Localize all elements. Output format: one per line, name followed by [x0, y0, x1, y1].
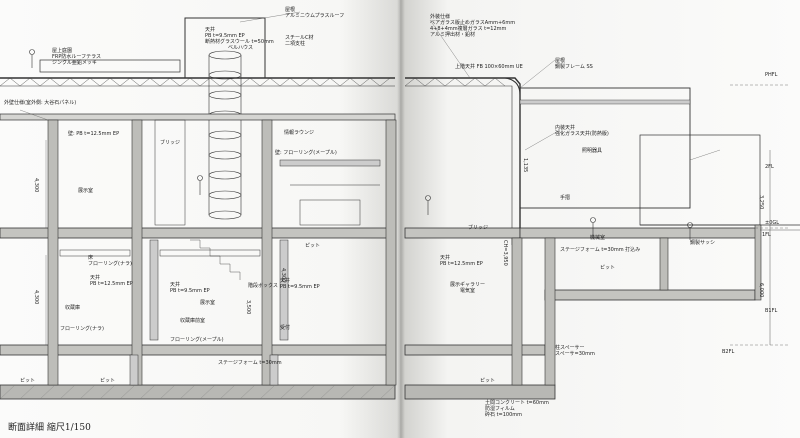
label-exhibit-room: 展示室 [78, 188, 94, 194]
label-machine-room: 機械室 [590, 235, 606, 241]
label-1fl-mark: 1FL [762, 232, 771, 238]
label-dim-4300b: 4,300 [33, 290, 39, 305]
label-floor-flooring: 壁: フローリング(メープル) [275, 150, 337, 156]
label-display-gallery: 展示ギャラリー [450, 282, 486, 288]
label-b2-mark: B2FL [722, 349, 735, 355]
label-glass-wall: 鋼製サッシ [690, 240, 716, 246]
label-upper-floor-line: 上階天井 FB 100×60mm UE [455, 64, 523, 70]
label-light-spec: 照明器具 [582, 148, 603, 154]
label-dim-3500: 3,500 [245, 300, 251, 315]
slab-1f-left [0, 227, 396, 239]
label-steel-coil: スチールC材二項支柱 [285, 35, 314, 47]
human-figures [29, 49, 693, 240]
label-stair-box: 階段ボックス [248, 283, 278, 289]
label-pit5: ピット [600, 265, 616, 271]
label-pit4: ピット [480, 378, 496, 384]
label-bell-house: ベルハウス [228, 45, 254, 51]
label-pit2: ピット [20, 378, 36, 384]
label-glass-spec: 内装天井強化ガラス天井(防熱版) [555, 125, 609, 137]
label-pit: ピット [305, 243, 321, 249]
label-exhibit-room2: 展示室 [200, 300, 216, 306]
label-dim-6000: 6,000 [758, 283, 764, 298]
drawing-caption: 断面詳細 縮尺1/150 [8, 423, 91, 433]
label-electrical-room: 電気室 [460, 288, 476, 294]
label-pit3: ピット [100, 378, 116, 384]
label-dim-4300c: 4,300 [280, 268, 286, 283]
label-outer-ground: ステージフォーム t=30mm 打込み [560, 247, 641, 253]
label-floor-note3: フローリング(メープル) [170, 337, 224, 343]
label-2fl-mark: 2FL [765, 164, 774, 170]
label-dim-4300: 4,300 [33, 178, 39, 193]
label-bridge2: ブリッジ [468, 225, 489, 231]
foundation-left [0, 384, 396, 400]
label-handrail: 手摺 [560, 195, 571, 201]
spiral-stair [208, 50, 242, 220]
label-dim-3950: CH=3,950 [502, 240, 508, 266]
label-dim-1135: 1,135 [522, 158, 528, 173]
label-reception: 受付 [280, 325, 291, 331]
label-ext-wall-right2: アルミ押出材・鉛材 [430, 32, 475, 38]
label-b1-mark: B1FL [765, 308, 778, 314]
label-ground-note2: ステージフォーム t=30mm [218, 360, 282, 366]
book-gutter [397, 0, 405, 438]
label-storage2: 収蔵庫前室 [180, 318, 206, 324]
label-storage: 収蔵庫 [65, 305, 81, 311]
label-wall-pb: 壁: PB t=12.5mm EP [68, 131, 120, 137]
label-bridge: ブリッジ [160, 140, 181, 146]
bell-house [184, 17, 266, 79]
label-dim-3250: 3,250 [758, 195, 764, 210]
label-upper-left-note: 外壁仕様(室外側: 大谷石パネル) [4, 100, 77, 106]
left-page [0, 0, 400, 438]
label-right-pillar-note: 柱スペーサースペーサ=30mm [555, 345, 595, 357]
label-roof-top: 屋根アルミニウムプラスルーフ [285, 7, 345, 19]
label-roof-truss: 屋根鋼製フレーム SS [555, 58, 593, 70]
label-floor-note2: フローリング(ナラ) [60, 326, 104, 332]
label-floor-note: 床フローリング(ナラ) [88, 255, 132, 267]
label-ph-mark: PHFL [765, 72, 778, 78]
label-room-lounge: 情報ラウンジ [284, 130, 315, 136]
label-gl-mark: ±0GL [765, 220, 780, 226]
